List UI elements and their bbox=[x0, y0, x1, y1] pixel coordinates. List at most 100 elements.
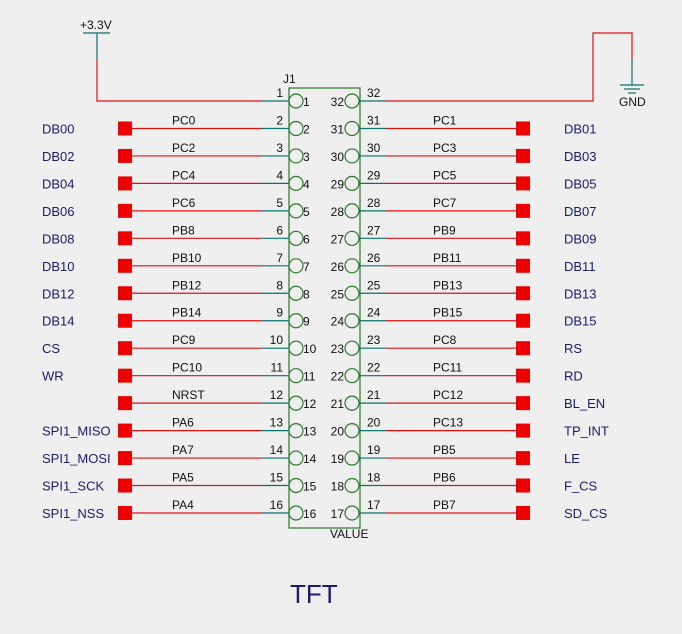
net-label: PC2 bbox=[172, 141, 196, 155]
pin-number-inner: 20 bbox=[331, 425, 345, 439]
pin-number: 13 bbox=[270, 416, 284, 430]
net-label: NRST bbox=[172, 388, 205, 402]
pin-number-inner: 12 bbox=[303, 397, 317, 411]
port-marker bbox=[516, 396, 530, 411]
signal-label: CS bbox=[42, 341, 60, 356]
net-label: PA4 bbox=[172, 498, 194, 512]
pin-number: 15 bbox=[270, 471, 284, 485]
pin-number-inner: 18 bbox=[331, 480, 345, 494]
pin-number-inner: 32 bbox=[331, 95, 345, 109]
pin-number: 29 bbox=[367, 168, 381, 182]
port-marker bbox=[118, 176, 132, 191]
pin-number: 28 bbox=[367, 196, 381, 210]
pin-number: 10 bbox=[270, 333, 284, 347]
pin-number: 24 bbox=[367, 306, 381, 320]
signal-label: SPI1_MISO bbox=[42, 424, 111, 439]
pin-number-inner: 8 bbox=[303, 287, 310, 301]
pin-number-inner: 28 bbox=[331, 205, 345, 219]
port-marker bbox=[516, 286, 530, 301]
pin-number-inner: 29 bbox=[331, 177, 345, 191]
port-marker bbox=[118, 478, 132, 493]
pin-circle bbox=[288, 450, 304, 466]
port-marker bbox=[118, 341, 132, 356]
signal-label: LE bbox=[564, 451, 580, 466]
pin-circle bbox=[344, 258, 360, 274]
pin-number: 18 bbox=[367, 471, 381, 485]
net-label: PA7 bbox=[172, 443, 194, 457]
pin-circle bbox=[344, 505, 360, 521]
port-marker bbox=[118, 231, 132, 246]
net-label: PB10 bbox=[172, 251, 202, 265]
pin-number: 9 bbox=[276, 306, 283, 320]
signal-label: SD_CS bbox=[564, 506, 608, 521]
pin-number-inner: 1 bbox=[303, 95, 310, 109]
signal-label: DB09 bbox=[564, 231, 597, 246]
connector-j1: J1 VALUE bbox=[283, 72, 368, 541]
pin-number-inner: 21 bbox=[331, 397, 345, 411]
net-label: PC11 bbox=[433, 361, 462, 375]
signal-label: DB01 bbox=[564, 121, 597, 136]
port-marker bbox=[516, 148, 530, 163]
pin-number: 4 bbox=[276, 168, 283, 182]
port-marker bbox=[118, 368, 132, 383]
pin-circle bbox=[288, 285, 304, 301]
port-marker bbox=[516, 176, 530, 191]
net-label: PB5 bbox=[433, 443, 456, 457]
pin-circle bbox=[344, 368, 360, 384]
signal-label: WR bbox=[42, 369, 64, 384]
pin-circle bbox=[344, 450, 360, 466]
port-marker bbox=[118, 451, 132, 466]
signal-label: DB08 bbox=[42, 231, 75, 246]
pin-number: 7 bbox=[276, 251, 283, 265]
pin-circle bbox=[344, 203, 360, 219]
port-marker bbox=[118, 396, 132, 411]
pin-circle bbox=[344, 395, 360, 411]
pin-circle bbox=[288, 423, 304, 439]
pin-number: 20 bbox=[367, 416, 381, 430]
pin-number-inner: 3 bbox=[303, 150, 310, 164]
port-marker bbox=[118, 258, 132, 273]
pin-number-inner: 17 bbox=[331, 507, 345, 521]
pin-number-inner: 19 bbox=[331, 452, 345, 466]
pin-number: 30 bbox=[367, 141, 381, 155]
pin-number: 16 bbox=[270, 498, 284, 512]
net-label: PC5 bbox=[433, 168, 457, 182]
net-label: PB15 bbox=[433, 306, 463, 320]
port-marker bbox=[118, 121, 132, 136]
pin-number: 31 bbox=[367, 113, 381, 127]
pin-circle bbox=[288, 203, 304, 219]
pin-number-inner: 23 bbox=[331, 342, 345, 356]
signal-label: DB13 bbox=[564, 286, 597, 301]
net-label: PA6 bbox=[172, 416, 194, 430]
pin-number-inner: 16 bbox=[303, 507, 317, 521]
pin-circle bbox=[344, 230, 360, 246]
pin-number-inner: 25 bbox=[331, 287, 345, 301]
pin-circle bbox=[288, 395, 304, 411]
signal-label: DB15 bbox=[564, 314, 597, 329]
port-marker bbox=[118, 313, 132, 328]
pin-circle bbox=[344, 423, 360, 439]
pin-circle bbox=[288, 313, 304, 329]
pin-number-inner: 4 bbox=[303, 177, 310, 191]
signal-label: TP_INT bbox=[564, 424, 609, 439]
port-marker bbox=[516, 258, 530, 273]
pin-number: 22 bbox=[367, 361, 381, 375]
net-label: PC10 bbox=[172, 361, 202, 375]
pin-number: 26 bbox=[367, 251, 381, 265]
net-label: PC1 bbox=[433, 113, 457, 127]
pin-number-inner: 26 bbox=[331, 260, 345, 274]
